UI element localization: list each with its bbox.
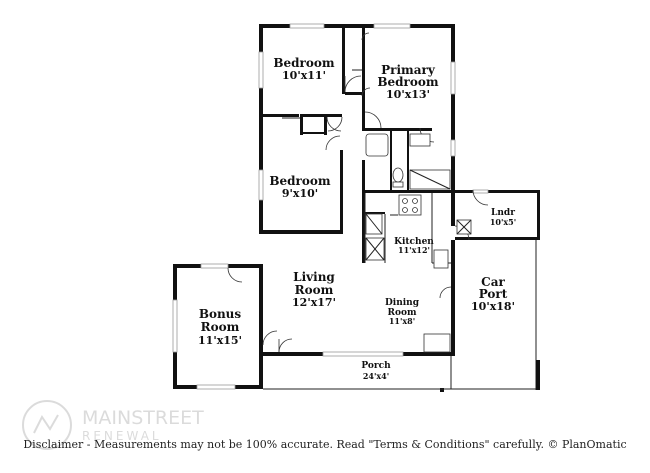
dining-name-line2: Room <box>387 308 416 318</box>
watermark-brand: MAINSTREET <box>82 407 204 429</box>
kitchen-dims: 11'x12' <box>398 245 430 255</box>
disclaimer-text: Disclaimer - Measurements may not be 100… <box>23 438 627 451</box>
kitchen-name: Kitchen <box>394 237 434 247</box>
bonus-name-line1: Bonus <box>199 307 242 321</box>
dining-name-line1: Dining <box>385 298 420 308</box>
living-name-line2: Room <box>295 283 334 297</box>
primary-name-line2: Bedroom <box>377 75 438 89</box>
watermark-sub: RENEWAL <box>82 429 162 443</box>
carport-name-line2: Port <box>479 287 508 301</box>
room-labels: Bedroom 10'x11' Primary Bedroom 10'x13' … <box>198 56 516 381</box>
watermark-logo-mark <box>33 414 59 434</box>
living-dims: 12'x17' <box>292 296 336 309</box>
bedroom2-dims: 9'x10' <box>282 187 318 200</box>
porch-name: Porch <box>361 361 391 371</box>
dining-dims: 11'x8' <box>389 316 415 326</box>
bedroom1-dims: 10'x11' <box>282 69 326 82</box>
walls <box>173 24 540 392</box>
bonus-name-line2: Room <box>201 320 240 334</box>
laundry-name: Lndr <box>491 208 515 218</box>
carport-dims: 10'x18' <box>471 300 515 313</box>
windows <box>172 23 489 390</box>
bonus-dims: 11'x15' <box>198 334 242 347</box>
watermark-logo-icon <box>22 400 72 450</box>
laundry-dims: 10'x5' <box>490 217 516 227</box>
living-name-line1: Living <box>293 270 335 284</box>
bedroom1-name: Bedroom <box>273 56 334 70</box>
mainstreet-watermark: MAINSTREET RENEWAL <box>22 400 204 450</box>
primary-dims: 10'x13' <box>386 88 430 101</box>
fixtures <box>282 69 472 353</box>
primary-name-line1: Primary <box>381 63 436 77</box>
carport-name-line1: Car <box>481 275 505 289</box>
bedroom2-name: Bedroom <box>269 174 330 188</box>
porch-dims: 24'x4' <box>363 371 389 381</box>
